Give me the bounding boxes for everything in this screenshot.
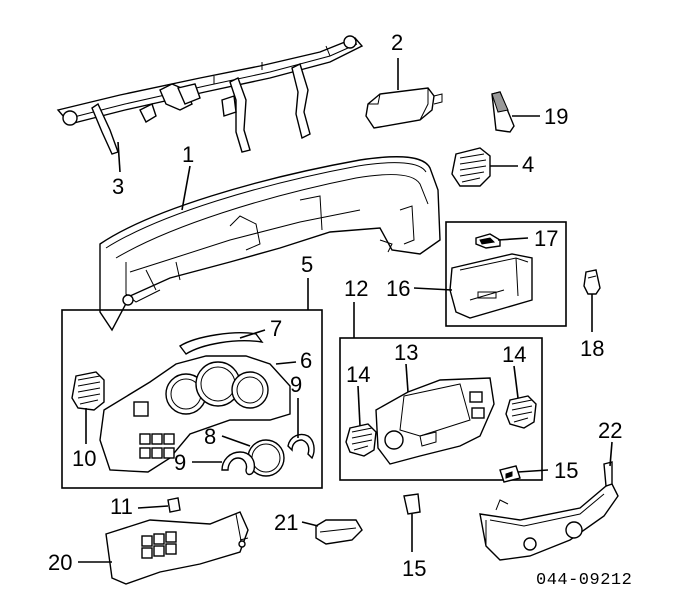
callout-6: 6	[300, 348, 313, 373]
clip-15b-part	[403, 493, 421, 515]
center-cluster-panel-part	[375, 377, 495, 465]
trim-strip-7-part	[178, 332, 264, 355]
cluster-vent-10-part	[71, 371, 105, 411]
callout-15-bottom: 15	[402, 556, 427, 581]
drawing-code: 044-09212	[536, 571, 633, 590]
cluster-finish-panel-part	[99, 355, 291, 473]
callout-8: 8	[204, 424, 217, 449]
callout-2: 2	[391, 30, 404, 55]
callout-5: 5	[301, 252, 314, 277]
callout-9-left: 9	[174, 450, 187, 475]
cluster-group-frame	[61, 309, 323, 489]
callout-11: 11	[110, 494, 133, 519]
callout-17: 17	[534, 226, 559, 251]
callout-21: 21	[274, 510, 299, 535]
callout-14-right: 14	[502, 342, 527, 367]
callout-14-left: 14	[346, 362, 371, 387]
callout-9-right: 9	[290, 372, 303, 397]
side-vent-part	[451, 147, 491, 187]
callout-4: 4	[522, 152, 535, 177]
lower-panel-22-part	[479, 461, 619, 561]
callout-3: 3	[112, 174, 125, 199]
airbag-module-part	[365, 87, 443, 129]
callout-19: 19	[544, 104, 569, 129]
callout-12: 12	[344, 276, 369, 301]
clip-15a-part	[499, 465, 521, 483]
instrument-panel-part	[99, 156, 441, 332]
center-vent-14b-part	[505, 395, 537, 429]
callout-16: 16	[386, 276, 411, 301]
small-bracket-18-part	[583, 269, 601, 295]
side-panel-19-part	[491, 91, 515, 133]
gauge-ring-9b-part	[287, 433, 315, 460]
lower-trim-21-part	[315, 519, 363, 545]
glove-box-latch-17-part	[475, 233, 501, 249]
gauge-ring-9a-part	[221, 451, 256, 476]
callout-1: 1	[182, 142, 195, 167]
callout-22: 22	[598, 418, 623, 443]
callout-10: 10	[72, 446, 97, 471]
callout-6-label-7: 7	[270, 316, 283, 341]
switch-11-part	[167, 497, 181, 513]
callout-13: 13	[394, 340, 419, 365]
lower-panel-20-part	[105, 511, 249, 585]
reinforcement-bar-part	[56, 35, 364, 155]
center-vent-14a-part	[345, 423, 377, 457]
center-cluster-group-frame	[339, 337, 543, 481]
glove-box-group-frame	[445, 221, 567, 327]
glove-box-part	[449, 253, 533, 319]
leader-lines	[78, 58, 613, 563]
callout-18: 18	[580, 336, 605, 361]
callout-20: 20	[48, 550, 73, 575]
callout-15-right: 15	[554, 458, 579, 483]
